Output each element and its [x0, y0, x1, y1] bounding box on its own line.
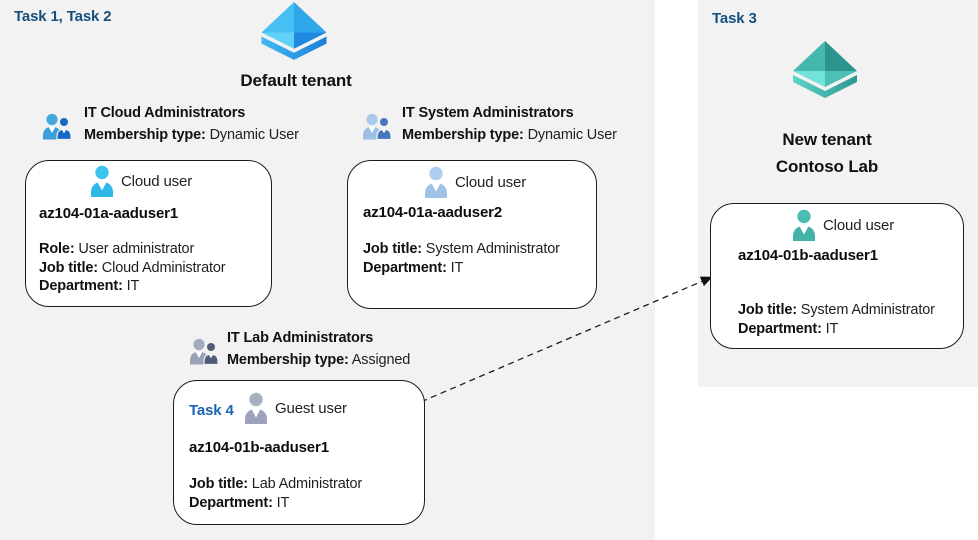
group-it-lab-admins: IT Lab Administrators Membership type: A…: [227, 330, 410, 368]
group-title: IT System Administrators: [402, 105, 574, 121]
cloud-user-blue-icon: [91, 165, 113, 197]
group-membership: Membership type: Dynamic User: [84, 127, 299, 143]
guest-user-card: Task 4 Guest user az104-01b-aaduser1 Job…: [173, 380, 425, 525]
cloud-user-card-aaduser2: Cloud user az104-01a-aaduser2 Job title:…: [347, 160, 597, 309]
group-title: IT Lab Administrators: [227, 330, 374, 346]
user-type-label: Cloud user: [823, 216, 895, 234]
username: az104-01a-aaduser2: [363, 204, 503, 221]
user-group-gray-icon: [190, 338, 219, 365]
user-group-lightblue-icon: [363, 113, 392, 140]
new-tenant-line2: Contoso Lab: [775, 157, 879, 176]
default-tenant-title: Default tenant: [240, 71, 352, 90]
guest-user-gray-icon: [245, 392, 267, 424]
user-details: Job title: System Administrator Departme…: [738, 302, 935, 337]
username: az104-01a-aaduser1: [39, 205, 179, 222]
user-details: Role: User administrator Job title: Clou…: [39, 241, 226, 294]
group-it-cloud-admins: IT Cloud Administrators Membership type:…: [84, 105, 299, 143]
username: az104-01b-aaduser1: [738, 247, 878, 264]
group-membership: Membership type: Assigned: [227, 352, 411, 368]
username: az104-01b-aaduser1: [189, 439, 329, 456]
azure-tenant-teal-icon: [793, 41, 857, 98]
task-3-label: Task 3: [712, 10, 757, 27]
cloud-user-teal-icon: [793, 209, 815, 241]
cloud-user-card-aaduser1: Cloud user az104-01a-aaduser1 Role: User…: [25, 160, 272, 307]
new-tenant-line1: New tenant: [782, 130, 872, 149]
group-title: IT Cloud Administrators: [84, 105, 246, 121]
user-details: Job title: System Administrator Departme…: [363, 241, 560, 276]
new-tenant-title: New tenant Contoso Lab: [727, 126, 927, 180]
task-1-2-label: Task 1, Task 2: [14, 8, 112, 25]
user-details: Job title: Lab Administrator Department:…: [189, 476, 363, 511]
group-membership: Membership type: Dynamic User: [402, 127, 617, 143]
task-4-label: Task 4: [189, 402, 234, 419]
user-type-label: Guest user: [275, 399, 347, 417]
new-tenant-cloud-user-card: Cloud user az104-01b-aaduser1 Job title:…: [710, 203, 964, 349]
azure-tenant-blue-icon: [261, 2, 327, 60]
user-type-label: Cloud user: [121, 172, 193, 190]
group-it-system-admins: IT System Administrators Membership type…: [402, 105, 617, 143]
cloud-user-lightblue-icon: [425, 166, 447, 198]
user-type-label: Cloud user: [455, 173, 527, 191]
user-group-blue-icon: [43, 113, 72, 140]
